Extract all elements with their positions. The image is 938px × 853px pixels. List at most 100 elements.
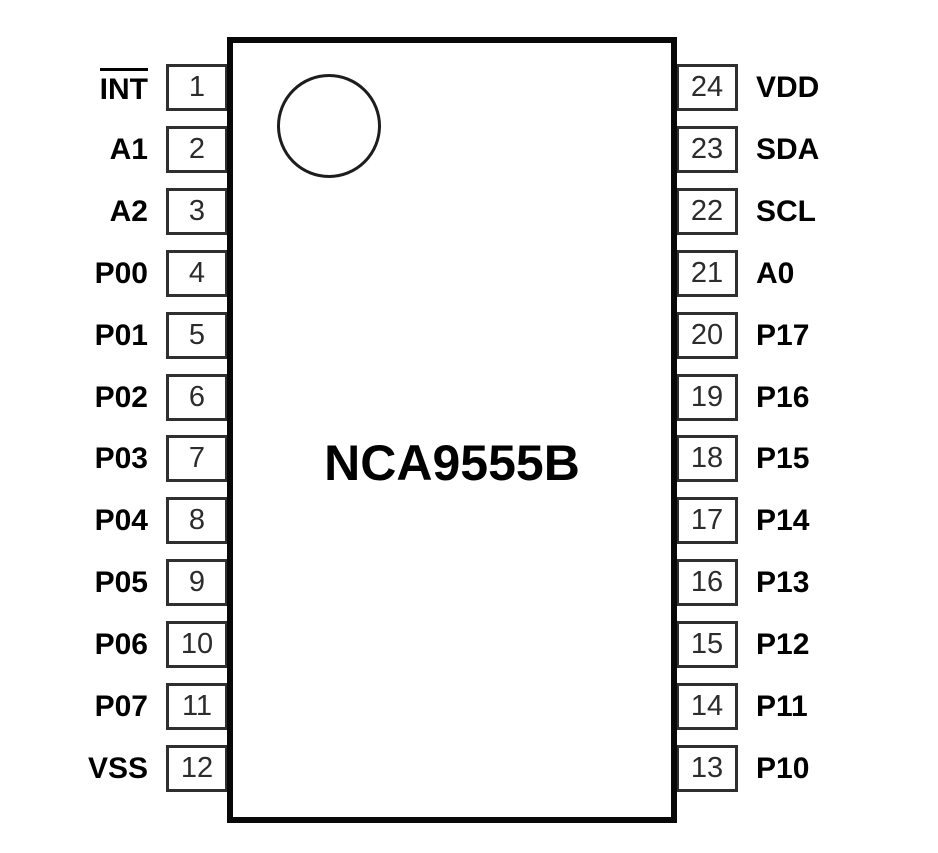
pin-number: 10 xyxy=(180,628,214,660)
pin-row: 22 SCL xyxy=(0,188,938,235)
pin-number-box: 4 xyxy=(166,250,228,297)
pin-number: 2 xyxy=(188,133,206,165)
pin-number: 3 xyxy=(188,195,206,227)
pin-number: 7 xyxy=(188,442,206,474)
pin-label: P13 xyxy=(756,559,926,606)
pin-label-text: P05 xyxy=(94,566,148,599)
pin-number: 11 xyxy=(181,690,213,722)
pin-number-box: 22 xyxy=(676,188,738,235)
pin-number: 23 xyxy=(690,133,724,165)
pin-label: P04 xyxy=(0,497,148,544)
pin-row: 21 A0 xyxy=(0,250,938,297)
pin-label-text: P01 xyxy=(94,319,148,352)
pin-number: 4 xyxy=(188,257,206,289)
pin-label-text: A1 xyxy=(109,133,148,166)
pin-label: P01 xyxy=(0,312,148,359)
pin-number-box: 19 xyxy=(676,374,738,421)
pin-row: 11 P07 xyxy=(0,683,938,730)
pin-number-box: 6 xyxy=(166,374,228,421)
pin-number-box: 12 xyxy=(166,745,228,792)
pin-label-text: P07 xyxy=(94,690,148,723)
pin-label: VSS xyxy=(0,745,148,792)
pin-label-text: P13 xyxy=(756,566,810,599)
pin-label: P00 xyxy=(0,250,148,297)
pin-label-text: A2 xyxy=(109,195,148,228)
pin-label: A0 xyxy=(756,250,926,297)
pin-label-text: P02 xyxy=(94,381,148,414)
pin-label: VDD xyxy=(756,64,926,111)
pin-label-text: P06 xyxy=(94,628,148,661)
pin-number-box: 13 xyxy=(676,745,738,792)
pin-row: 6 P02 xyxy=(0,374,938,421)
pin-number-box: 3 xyxy=(166,188,228,235)
pin-label-text: P14 xyxy=(756,504,810,537)
pin-number-box: 16 xyxy=(676,559,738,606)
pin-label-text: SDA xyxy=(756,133,820,166)
pin-number-box: 18 xyxy=(676,435,738,482)
pin-row: 2 A1 xyxy=(0,126,938,173)
pin-label-text: VDD xyxy=(756,71,820,104)
pin-number-box: 9 xyxy=(166,559,228,606)
pin-number-box: 14 xyxy=(676,683,738,730)
pin-label-text-overline: INT xyxy=(99,68,148,106)
pin-number: 17 xyxy=(690,504,724,536)
pin-label: P15 xyxy=(756,435,926,482)
pin-label-text: P16 xyxy=(756,381,810,414)
pin-row: 10 P06 xyxy=(0,621,938,668)
pin-label: P12 xyxy=(756,621,926,668)
pin-number-box: 20 xyxy=(676,312,738,359)
pin-row: 12 VSS xyxy=(0,745,938,792)
pin-label: P11 xyxy=(756,683,926,730)
pin-label: P03 xyxy=(0,435,148,482)
pin-row: 18 P15 xyxy=(0,435,938,482)
pin-row: 14 P11 xyxy=(0,683,938,730)
pin-number: 16 xyxy=(690,566,724,598)
pin-number: 13 xyxy=(690,752,724,784)
pin-number: 9 xyxy=(188,566,206,598)
pin-label-text: P11 xyxy=(756,690,808,723)
chip-name: NCA9555B xyxy=(324,435,580,491)
pin-row: 3 A2 xyxy=(0,188,938,235)
pin-label-text: P04 xyxy=(94,504,148,537)
pin-label: P02 xyxy=(0,374,148,421)
pin-number: 8 xyxy=(188,504,206,536)
pin-number: 14 xyxy=(690,690,724,722)
pin-label-text: P03 xyxy=(94,442,148,475)
pin-number-box: 2 xyxy=(166,126,228,173)
pin-label-text: P12 xyxy=(756,628,810,661)
pin-label-text: VSS xyxy=(87,752,148,785)
pin-number-box: 15 xyxy=(676,621,738,668)
pin-label: SDA xyxy=(756,126,926,173)
pin-number: 6 xyxy=(188,381,206,413)
pin-number: 19 xyxy=(690,381,724,413)
pin-label: P14 xyxy=(756,497,926,544)
pin-label: P17 xyxy=(756,312,926,359)
pin-row: 4 P00 xyxy=(0,250,938,297)
pin-label-text: P15 xyxy=(756,442,810,475)
pin-number-box: 17 xyxy=(676,497,738,544)
pin-row: 9 P05 xyxy=(0,559,938,606)
pin-number-box: 11 xyxy=(166,683,228,730)
pin-number-box: 21 xyxy=(676,250,738,297)
pin-number-box: 8 xyxy=(166,497,228,544)
pin-label: A1 xyxy=(0,126,148,173)
pin-row: 20 P17 xyxy=(0,312,938,359)
pin-row: 8 P04 xyxy=(0,497,938,544)
pin-row: 16 P13 xyxy=(0,559,938,606)
pin1-indicator-icon xyxy=(277,74,381,178)
pin-row: 7 P03 xyxy=(0,435,938,482)
pin-row: 17 P14 xyxy=(0,497,938,544)
pin-number: 15 xyxy=(690,628,724,660)
pin-label: INT xyxy=(0,64,148,111)
pin-label: P05 xyxy=(0,559,148,606)
pin-label: SCL xyxy=(756,188,926,235)
pin-number: 22 xyxy=(690,195,724,227)
pin-label-text: A0 xyxy=(756,257,795,290)
pin-label-text: P17 xyxy=(756,319,810,352)
pin-number-box: 1 xyxy=(166,64,228,111)
pin-label: P06 xyxy=(0,621,148,668)
pin-number: 1 xyxy=(188,71,206,103)
